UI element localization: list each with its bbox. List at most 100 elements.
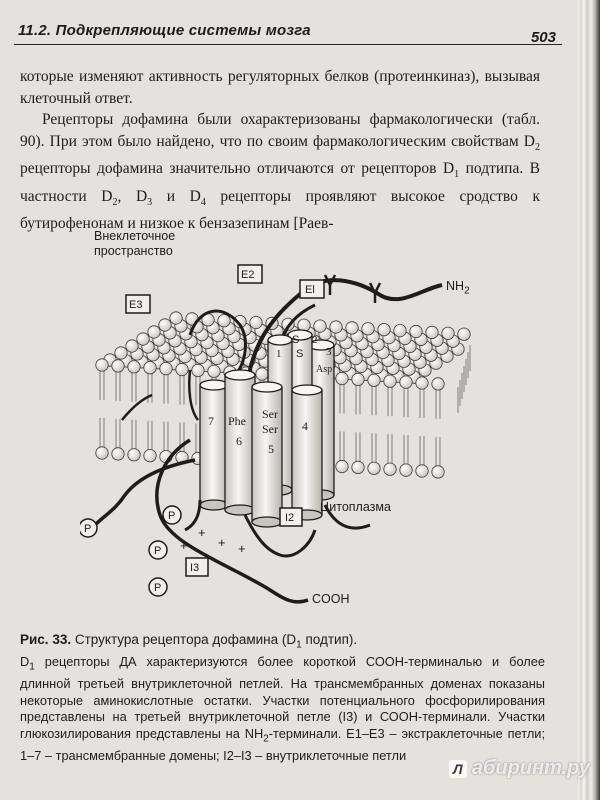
running-header: 11.2. Подкрепляющие системы мозга 503 bbox=[14, 20, 562, 46]
lipid-head bbox=[255, 367, 269, 381]
svg-text:El: El bbox=[305, 284, 315, 296]
receptor-diagram: S S 7 Phe 6 Ser Ser 5 4 1 2 3 Asp E2 El bbox=[78, 264, 471, 604]
svg-text:E3: E3 bbox=[129, 299, 142, 311]
lipid-head bbox=[399, 463, 413, 477]
lipid-head bbox=[441, 326, 455, 340]
loop-e3: E3 bbox=[125, 294, 151, 314]
caption-title: Рис. 33. Структура рецептора дофамина (D… bbox=[20, 632, 358, 651]
lipid-head bbox=[329, 320, 343, 334]
helix-label-3: 3 bbox=[326, 346, 332, 358]
lipid-head bbox=[345, 321, 359, 335]
lipid-head bbox=[95, 358, 109, 372]
lipid-head bbox=[125, 339, 139, 353]
lipid-head bbox=[367, 373, 381, 387]
lipid-head bbox=[175, 362, 189, 377]
lipid-head bbox=[136, 332, 150, 346]
phospho-site-4: P bbox=[148, 577, 168, 597]
lipid-head bbox=[457, 327, 471, 341]
cooh-label: COOH bbox=[312, 592, 350, 606]
lipid-head bbox=[114, 346, 128, 360]
extracellular-label: Внеклеточное пространство bbox=[94, 229, 176, 258]
helix-label-4: 4 bbox=[302, 419, 308, 433]
loop-i2: I2 bbox=[279, 507, 303, 527]
lipid-head bbox=[207, 364, 221, 378]
loop-e1: El bbox=[299, 279, 325, 299]
caption-text: D1 рецепторы ДА характеризуются более ко… bbox=[20, 654, 545, 763]
lipid-head bbox=[159, 362, 173, 376]
lipid-head bbox=[351, 460, 365, 474]
nh2-label: NH2 bbox=[446, 279, 470, 297]
residue-ser-1: Ser bbox=[262, 407, 278, 421]
svg-text:I2: I2 bbox=[285, 512, 294, 524]
lipid-head bbox=[377, 323, 391, 337]
lipid-head bbox=[431, 465, 445, 479]
labirint-watermark: Л абиринт.ру bbox=[448, 757, 590, 780]
lipid-head bbox=[409, 324, 423, 339]
lipid-head bbox=[191, 363, 205, 377]
plus-charge-4: + bbox=[238, 541, 246, 556]
svg-text:P: P bbox=[154, 545, 161, 557]
lipid-head bbox=[313, 319, 327, 333]
residue-asp: Asp bbox=[316, 364, 332, 375]
cytoplasm-label: Цитоплазма bbox=[320, 500, 391, 514]
lipid-head bbox=[158, 318, 172, 332]
helix-7 bbox=[199, 379, 229, 511]
helix-6 bbox=[224, 369, 256, 516]
lipid-head bbox=[335, 459, 349, 474]
lipid-head bbox=[169, 311, 183, 325]
disulfide-s1: S bbox=[292, 334, 299, 346]
lipid-head bbox=[415, 464, 429, 478]
lipid-head bbox=[415, 376, 429, 390]
svg-text:I3: I3 bbox=[190, 562, 199, 574]
svg-text:P: P bbox=[84, 523, 91, 535]
palmitoyl-chain bbox=[121, 393, 153, 421]
svg-text:P: P bbox=[154, 582, 161, 594]
loop-e2: E2 bbox=[237, 264, 263, 284]
receptor-figure: S S 7 Phe 6 Ser Ser 5 4 1 2 3 Asp E2 El bbox=[78, 215, 480, 630]
phospho-site-1: P bbox=[78, 518, 98, 538]
helix-label-5: 5 bbox=[268, 442, 274, 456]
lipid-head bbox=[383, 462, 397, 476]
lipid-head bbox=[335, 371, 349, 386]
svg-text:P: P bbox=[168, 510, 175, 522]
lipid-head bbox=[425, 325, 439, 340]
residue-phe: Phe bbox=[228, 414, 246, 428]
lipid-head bbox=[399, 375, 413, 389]
phospho-site-3: P bbox=[148, 540, 168, 560]
helix-label-1: 1 bbox=[276, 348, 282, 360]
helix-label-7: 7 bbox=[208, 414, 214, 428]
lipid-head bbox=[217, 314, 231, 328]
i1-loop bbox=[184, 499, 202, 532]
glycosylation-y2 bbox=[368, 282, 382, 303]
plus-charge-2: + bbox=[180, 538, 188, 553]
cooh-terminal-chain bbox=[155, 438, 309, 604]
watermark-logo-icon: Л bbox=[448, 759, 467, 778]
helix7-loop-top bbox=[188, 369, 200, 421]
lipid-head bbox=[111, 447, 125, 461]
helix7-tail bbox=[93, 458, 196, 527]
lipid-head bbox=[143, 449, 157, 463]
transmembrane-helices bbox=[199, 329, 335, 528]
lipid-head bbox=[351, 372, 365, 386]
lipid-head bbox=[95, 446, 109, 460]
helix-label-6: 6 bbox=[236, 434, 242, 448]
paragraph-dopamine-receptors: Рецепторы дофамина были охарактеризованы… bbox=[20, 111, 540, 233]
lipid-head bbox=[393, 324, 407, 338]
disulfide-s2: S bbox=[296, 348, 303, 360]
residue-ser-2: Ser bbox=[262, 422, 278, 436]
i2-loop bbox=[323, 504, 371, 530]
n-terminal-chain bbox=[246, 278, 443, 381]
helix-4 bbox=[291, 384, 323, 521]
lipid-head bbox=[361, 322, 375, 336]
lipid-head bbox=[127, 360, 141, 374]
lipid-head bbox=[143, 361, 157, 375]
helix-label-2: 2 bbox=[312, 334, 318, 346]
phospho-site-2: P bbox=[162, 505, 182, 525]
figure-caption: Рис. 33. Структура рецептора дофамина (D… bbox=[20, 632, 545, 764]
chapter-title: 11.2. Подкрепляющие системы мозга bbox=[18, 22, 311, 39]
loop-i3: I3 bbox=[185, 557, 209, 577]
page-stack-edge bbox=[578, 0, 600, 800]
lipid-head bbox=[367, 461, 381, 475]
lipid-head bbox=[383, 374, 397, 388]
lipid-head bbox=[147, 325, 161, 339]
